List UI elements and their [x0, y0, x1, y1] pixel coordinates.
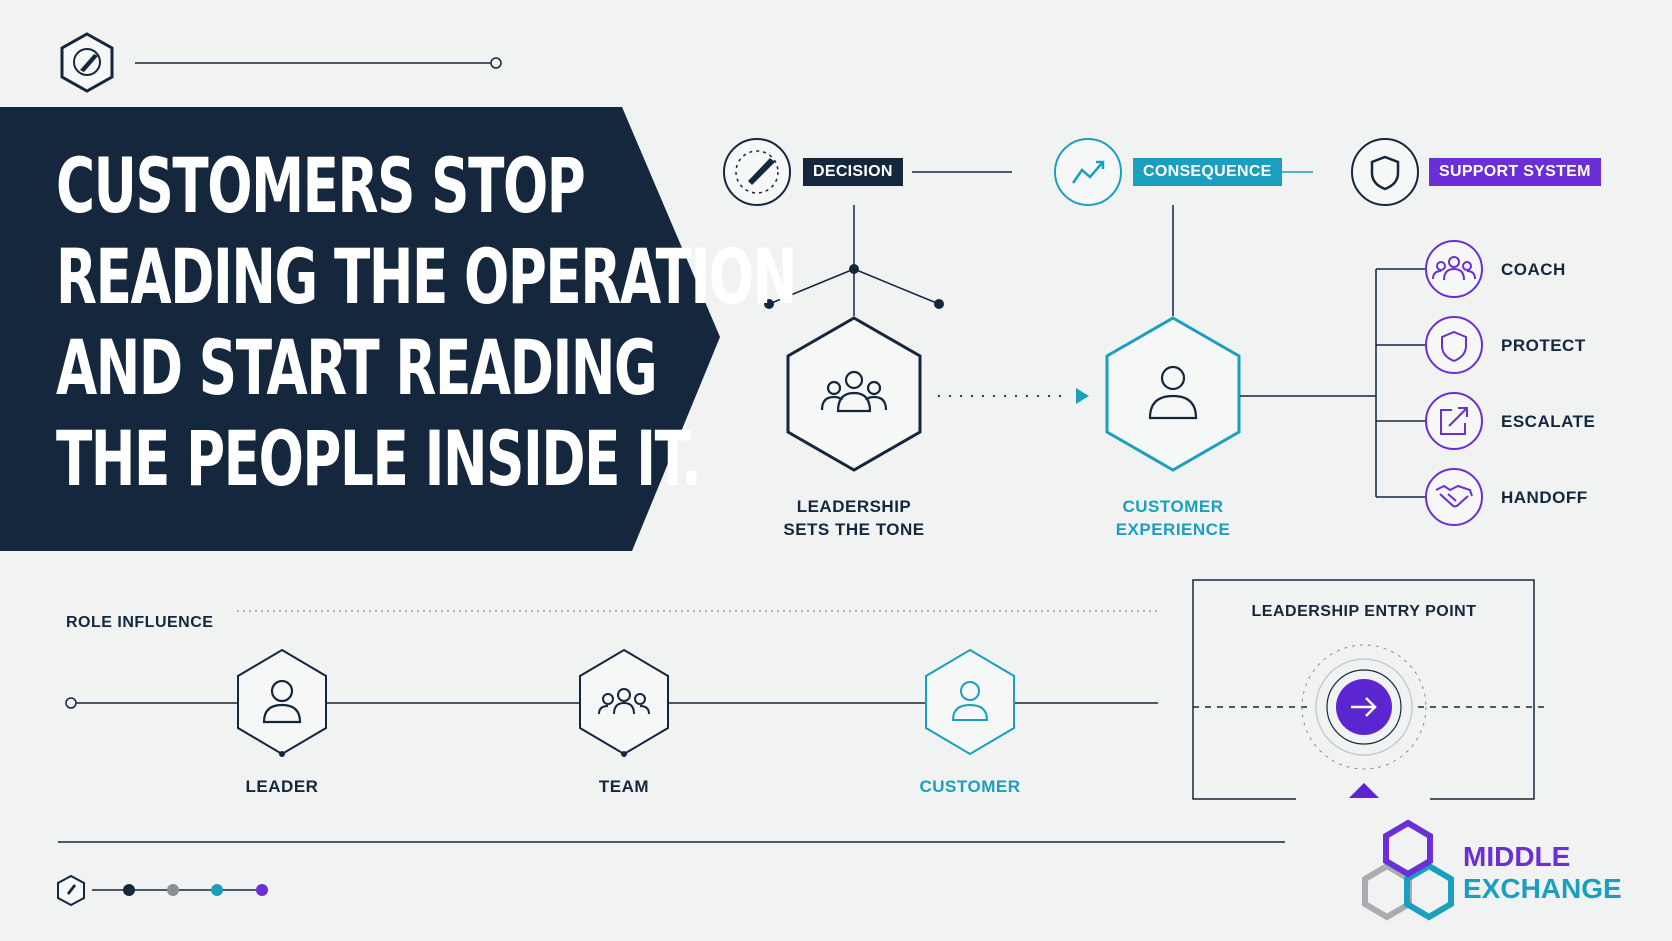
support-item-handoff: HANDOFF: [1501, 488, 1588, 507]
leader-hex: [237, 648, 327, 757]
decision-compass-icon: [723, 138, 791, 206]
headline: CUSTOMERS STOP READING THE OPERATION AND…: [56, 140, 797, 504]
footer-hex-icon: [57, 874, 85, 907]
support-shield-icon: [1351, 138, 1419, 206]
progress-dot-4: [256, 884, 268, 896]
leadership-label-line1: LEADERSHIP: [796, 497, 912, 516]
support-item-protect: PROTECT: [1501, 336, 1586, 355]
brand-line2: EXCHANGE: [1463, 873, 1622, 904]
leadership-label: LEADERSHIP SETS THE TONE: [754, 495, 954, 541]
brand-line1: MIDDLE: [1463, 841, 1571, 872]
headline-line: CUSTOMERS STOP: [56, 141, 586, 230]
consequence-chart-icon: [1054, 138, 1122, 206]
leadership-label-line2: SETS THE TONE: [783, 520, 925, 539]
entry-pointer-icon: [1349, 783, 1379, 798]
role-customer-label: CUSTOMER: [919, 777, 1021, 796]
escalate-external-arrow-icon: [1425, 392, 1483, 450]
role-leader-label: LEADER: [245, 777, 319, 796]
customer-node-hex: [1105, 316, 1241, 472]
progress-dot-1: [123, 884, 135, 896]
customer-label-line2: EXPERIENCE: [1115, 520, 1231, 539]
customer-hex: [925, 648, 1015, 756]
progress-dot-2: [167, 884, 179, 896]
headline-banner: [0, 107, 720, 551]
entry-point-box: [1192, 579, 1545, 800]
entry-point-title: LEADERSHIP ENTRY POINT: [1251, 603, 1477, 620]
decision-tag: DECISION: [803, 158, 903, 186]
consequence-tag: CONSEQUENCE: [1133, 158, 1282, 186]
handoff-handshake-icon: [1425, 468, 1483, 526]
support-item-coach: COACH: [1501, 260, 1566, 279]
leadership-node-hex: [786, 316, 922, 472]
entry-arrow-button[interactable]: [1336, 679, 1392, 735]
support-item-escalate: ESCALATE: [1501, 412, 1596, 431]
customer-label-line1: CUSTOMER: [1122, 497, 1224, 516]
progress-dot-3: [211, 884, 223, 896]
middle-exchange-logo: [1362, 819, 1454, 921]
role-team-label: TEAM: [598, 777, 650, 796]
coach-people-icon: [1425, 240, 1483, 298]
customer-experience-label: CUSTOMER EXPERIENCE: [1073, 495, 1273, 541]
team-hex: [579, 648, 669, 757]
headline-line: THE PEOPLE INSIDE IT.: [56, 414, 702, 503]
compass-badge: [60, 32, 114, 93]
headline-line: AND START READING: [56, 323, 658, 412]
support-system-tag: SUPPORT SYSTEM: [1429, 158, 1601, 186]
protect-shield-icon: [1425, 316, 1483, 374]
role-influence-title: ROLE INFLUENCE: [66, 614, 214, 631]
headline-line: READING THE OPERATION: [56, 232, 797, 321]
